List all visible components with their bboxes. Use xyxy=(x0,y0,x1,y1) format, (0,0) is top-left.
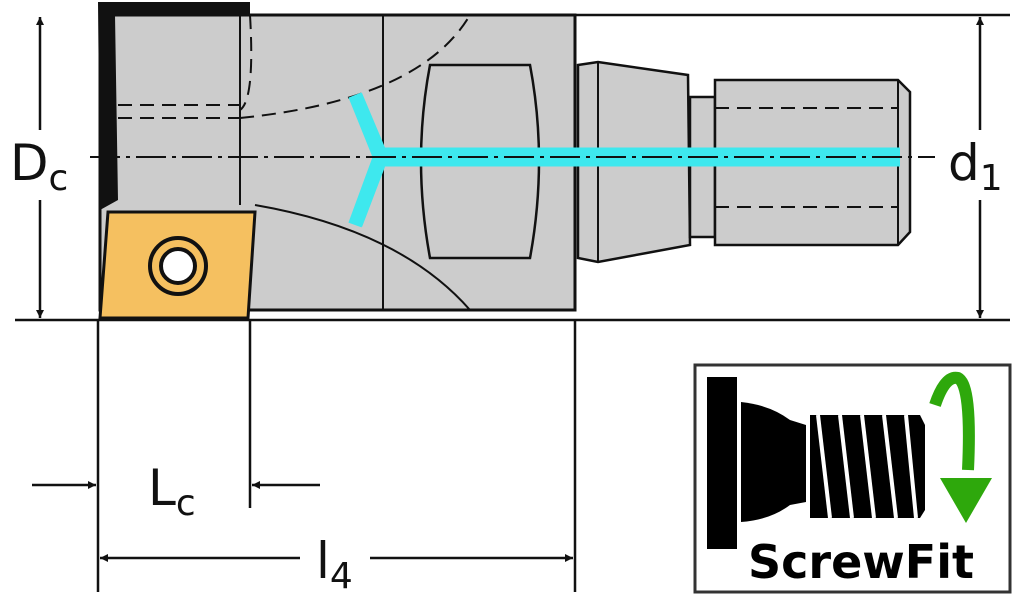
screwfit-text: ScrewFit xyxy=(748,535,974,589)
lc-label: Lc xyxy=(148,459,196,524)
d1-label: d1 xyxy=(948,134,1003,199)
screw-thread-icon xyxy=(707,377,925,549)
insert-screw-hole-icon xyxy=(148,236,208,296)
rotate-arrow-icon xyxy=(929,371,992,523)
dimension-arrows xyxy=(32,17,984,562)
screwfit-logo: ScrewFit xyxy=(693,363,1012,594)
reference-lines xyxy=(15,13,1010,592)
cutting-insert xyxy=(98,210,257,320)
l4-label: l4 xyxy=(316,532,353,597)
dc-label: Dc xyxy=(10,134,68,199)
